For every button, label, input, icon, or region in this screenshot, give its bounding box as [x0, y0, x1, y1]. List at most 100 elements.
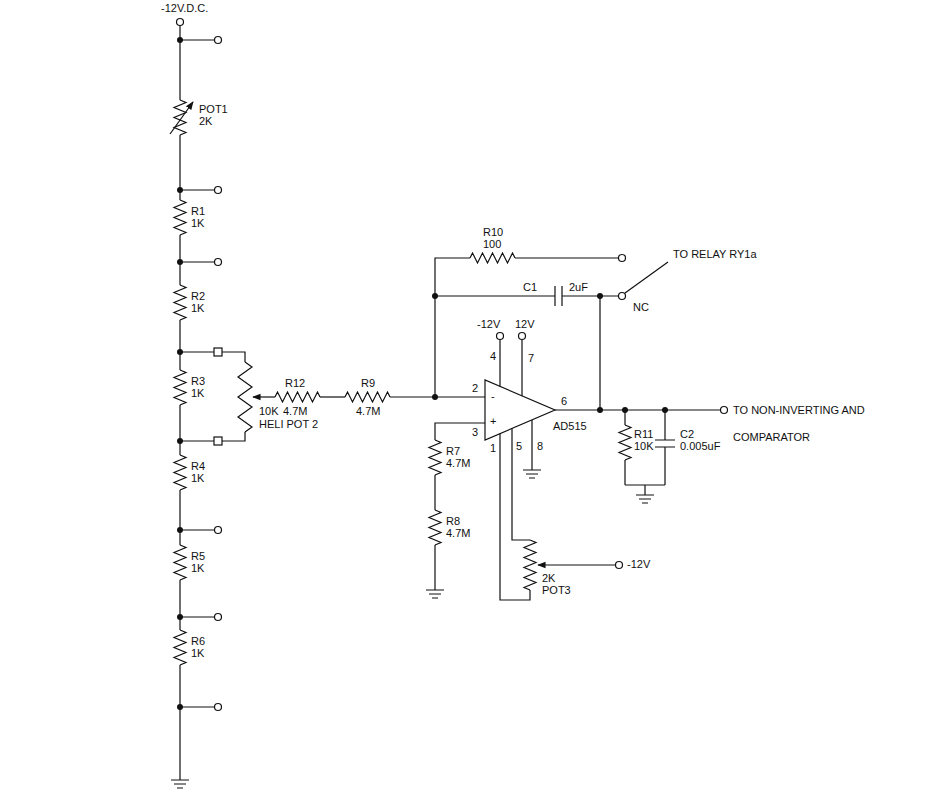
resistor-symbol — [174, 285, 186, 320]
resistor-symbol — [470, 253, 515, 263]
wiper-arrow — [253, 396, 275, 397]
signal-label: COMPARATOR — [732, 431, 811, 443]
component-value: 4.7M — [355, 405, 381, 417]
resistor-symbol — [174, 455, 186, 490]
component-value: 1K — [190, 302, 205, 314]
junction-dot — [177, 259, 183, 265]
terminal — [619, 255, 626, 262]
pin-number: 1 — [489, 442, 497, 454]
component-value: 4.7M — [445, 457, 471, 469]
component-name: R1 — [190, 205, 206, 217]
resistor-symbol — [174, 200, 186, 235]
terminal — [215, 259, 222, 266]
resistor-symbol — [174, 630, 186, 665]
component-name: HELI POT 2 — [258, 418, 319, 430]
component-value: 1K — [190, 217, 205, 229]
junction-dot — [622, 407, 628, 413]
component-name: C2 — [679, 428, 695, 440]
component-value: 100 — [482, 238, 502, 250]
junction-dot — [177, 527, 183, 533]
pin-wire — [500, 420, 532, 600]
contact-label: NC — [632, 301, 650, 313]
ground-symbol — [636, 495, 654, 503]
ground-symbol — [523, 470, 541, 478]
pot-arrow — [170, 102, 193, 134]
supply-label: -12V — [476, 318, 501, 330]
part-number: AD515 — [552, 420, 588, 432]
component-name: POT1 — [198, 103, 229, 115]
pot-wire — [222, 352, 245, 441]
terminal — [721, 407, 728, 414]
ground-symbol — [426, 590, 444, 598]
output-wire — [555, 409, 721, 410]
pin-number: 6 — [560, 395, 568, 407]
junction-dot — [597, 407, 603, 413]
junction-dot — [177, 704, 183, 710]
component-name: R7 — [445, 445, 461, 457]
polarity-sign: + — [489, 415, 497, 427]
pin-number: 3 — [471, 426, 479, 438]
signal-label: TO NON-INVERTING AND — [732, 404, 866, 416]
signal-label: TO RELAY RY1a — [672, 248, 758, 260]
opamp-symbol — [485, 380, 555, 440]
junction-dot — [662, 407, 668, 413]
ground-symbol — [171, 780, 189, 788]
tap-wire — [180, 40, 215, 707]
junction-dot — [177, 349, 183, 355]
wire — [320, 396, 345, 397]
component-name: R11 — [633, 428, 654, 440]
resistor-symbol — [619, 425, 631, 460]
supply-label: 12V — [514, 318, 536, 330]
terminal — [215, 187, 222, 194]
component-value: 2uF — [568, 281, 589, 293]
pin-number: 8 — [536, 440, 544, 452]
component-value: 1K — [190, 472, 205, 484]
polarity-sign: - — [490, 390, 496, 402]
terminal — [215, 704, 222, 711]
junction-dot — [177, 614, 183, 620]
component-name: R6 — [190, 635, 206, 647]
component-value: 1K — [190, 562, 205, 574]
junction-dot — [177, 37, 183, 43]
terminal — [616, 562, 623, 569]
component-name: R12 — [284, 377, 306, 389]
terminal — [497, 333, 504, 340]
component-name: R4 — [190, 460, 206, 472]
supply-label: -12V.D.C. — [160, 2, 209, 14]
capacitor-symbol — [655, 440, 675, 447]
component-name: POT3 — [541, 584, 572, 596]
potentiometer-symbol — [524, 540, 536, 590]
component-name: R5 — [190, 550, 206, 562]
component-value: 1K — [190, 647, 205, 659]
pin-number: 5 — [515, 440, 523, 452]
component-name: R9 — [360, 377, 376, 389]
resistor-symbol — [429, 440, 441, 475]
component-name: R2 — [190, 290, 206, 302]
component-value: 0.005uF — [679, 440, 721, 452]
component-name: R10 — [482, 226, 504, 238]
resistor-symbol — [174, 370, 186, 405]
pin-wire — [435, 423, 485, 590]
component-value: 2K — [541, 572, 556, 584]
resistor-symbol — [345, 392, 390, 402]
component-value: 10K — [258, 405, 280, 417]
potentiometer-symbol — [174, 100, 186, 135]
pin-number: 4 — [489, 350, 497, 362]
junction-dot — [432, 394, 438, 400]
component-value: 4.7M — [282, 405, 308, 417]
helipot-symbol — [238, 362, 252, 432]
terminal — [177, 19, 184, 26]
wire — [625, 410, 665, 495]
terminal — [215, 614, 222, 621]
pin-number: 2 — [471, 382, 479, 394]
component-value: 10K — [633, 440, 655, 452]
supply-label: -12V — [626, 558, 651, 570]
ladder-wire — [179, 26, 180, 781]
resistor-symbol — [174, 545, 186, 580]
wire — [435, 258, 619, 410]
junction-dot — [177, 187, 183, 193]
relay-contact-arm — [625, 262, 668, 293]
component-name: C1 — [522, 281, 538, 293]
